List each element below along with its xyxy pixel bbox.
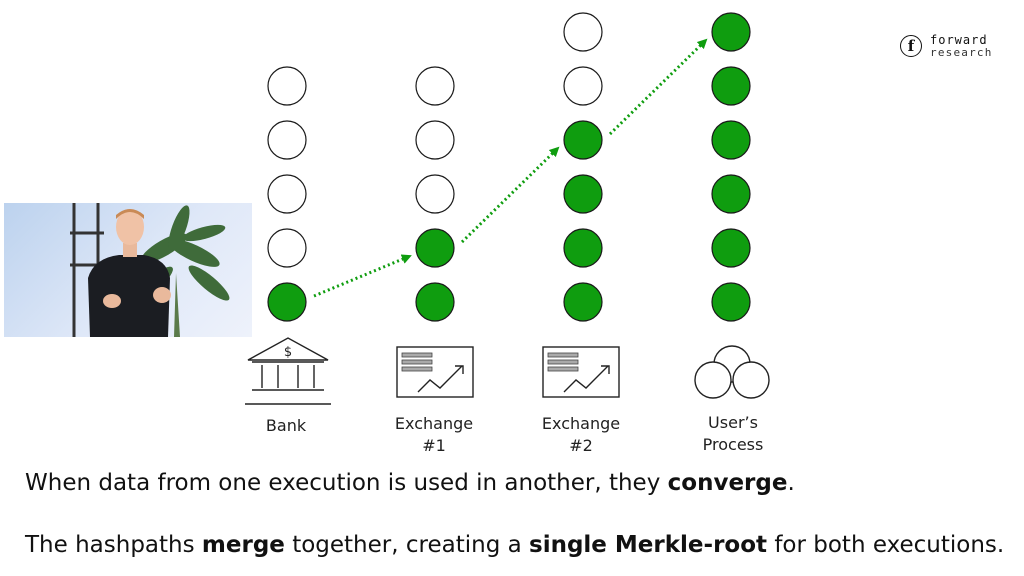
- logo-word-forward: forward: [930, 33, 988, 47]
- caption-text: together, creating a: [284, 532, 530, 558]
- label-exchange-2: Exchange #2: [511, 413, 651, 457]
- label-line1: Exchange: [541, 414, 621, 433]
- caption-text: The hashpaths: [25, 532, 202, 558]
- caption-bold: converge: [667, 470, 788, 496]
- bank-icon: $: [245, 337, 331, 405]
- hashpath-node-filled: [711, 12, 751, 52]
- caption-text: .: [787, 470, 795, 496]
- svg-text:$: $: [284, 345, 292, 360]
- caption-converge: When data from one execution is used in …: [25, 470, 795, 496]
- hashpath-node-empty: [563, 66, 603, 106]
- hashpath-node-empty: [415, 120, 455, 160]
- logo-word-research: research: [930, 46, 993, 59]
- hashpath-node-empty: [267, 66, 307, 106]
- hashpath-node-empty: [563, 12, 603, 52]
- caption-merge: The hashpaths merge together, creating a…: [25, 532, 1004, 558]
- hashpath-node-filled: [415, 228, 455, 268]
- hashpath-node-empty: [267, 174, 307, 214]
- hashpath-node-filled: [711, 228, 751, 268]
- chart-document-icon: [396, 346, 474, 398]
- label-exchange-1: Exchange #1: [364, 413, 504, 457]
- forward-research-logo: f forward research: [900, 33, 1000, 63]
- presenter-video: [4, 203, 252, 337]
- hashpath-node-filled: [711, 120, 751, 160]
- chart-document-icon: [542, 346, 620, 398]
- hashpath-node-filled: [711, 282, 751, 322]
- label-line2: #2: [569, 436, 593, 455]
- presenter: [88, 209, 171, 337]
- label-line1: Exchange: [394, 414, 474, 433]
- hashpath-node-empty: [415, 174, 455, 214]
- logo-badge: f: [900, 35, 922, 57]
- hashpath-node-empty: [267, 120, 307, 160]
- hashpath-node-filled: [563, 282, 603, 322]
- hashpath-node-empty: [267, 228, 307, 268]
- hashpath-node-empty: [415, 66, 455, 106]
- caption-text: When data from one execution is used in …: [25, 470, 668, 496]
- hashpath-node-filled: [563, 228, 603, 268]
- convergence-arrow: [608, 38, 708, 136]
- convergence-arrow: [313, 254, 412, 298]
- label-line2: #1: [422, 436, 446, 455]
- convergence-arrow: [460, 146, 560, 244]
- label-line1: User’s: [708, 413, 758, 432]
- hashpath-node-filled: [267, 282, 307, 322]
- hashpath-node-filled: [563, 120, 603, 160]
- hashpath-node-filled: [563, 174, 603, 214]
- hashpath-node-filled: [711, 66, 751, 106]
- hashpath-node-filled: [711, 174, 751, 214]
- label-users-process: User’s Process: [663, 412, 803, 456]
- label-line2: Process: [702, 435, 764, 454]
- caption-text: for both executions.: [767, 532, 1005, 558]
- label-bank: Bank: [216, 415, 356, 437]
- caption-bold: merge: [201, 532, 285, 558]
- label-line1: Bank: [265, 416, 307, 435]
- process-circles-icon: [694, 345, 770, 399]
- caption-bold: single Merkle-root: [529, 532, 768, 558]
- hashpath-node-filled: [415, 282, 455, 322]
